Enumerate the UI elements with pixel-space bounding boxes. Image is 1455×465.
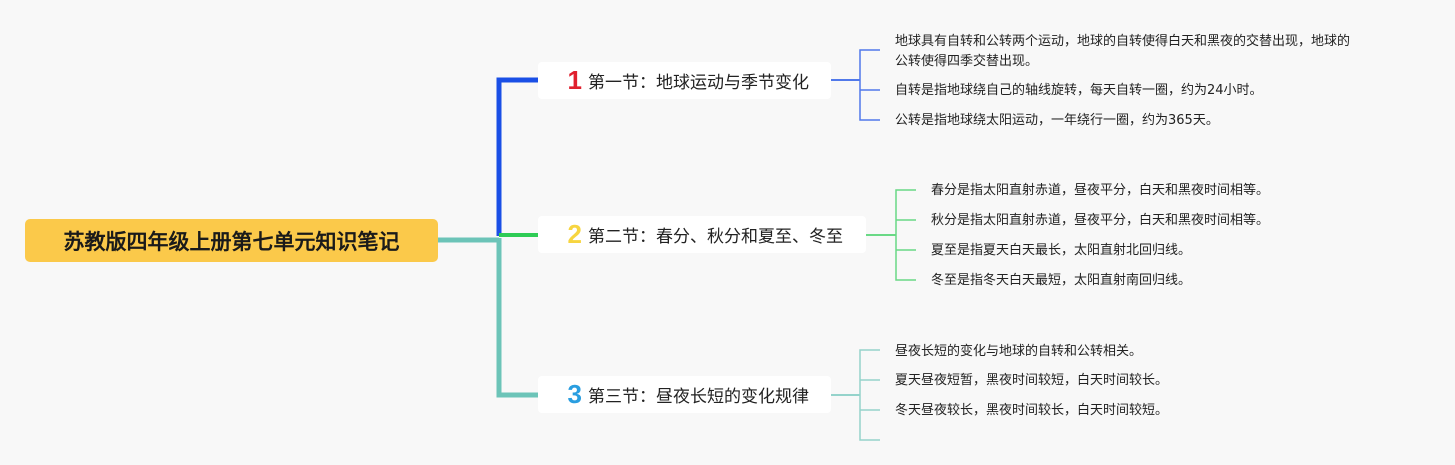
leaf-topic[interactable]: 夏至是指夏天白天最长，太阳直射北回归线。 bbox=[931, 243, 1192, 258]
branch-topic-1[interactable]: 1 第一节：地球运动与季节变化 bbox=[538, 62, 831, 99]
leaf-text-line: 公转使得四季交替出现。 bbox=[895, 54, 1039, 69]
branch-topic-2[interactable]: 2 第二节：春分、秋分和夏至、冬至 bbox=[538, 216, 866, 253]
number-2-icon: 2 bbox=[567, 219, 582, 249]
leaf-text-line: 地球具有自转和公转两个运动，地球的自转使得白天和黑夜的交替出现，地球的 bbox=[895, 34, 1351, 49]
leaf-topic[interactable]: 冬天昼夜较长，黑夜时间较长，白天时间较短。 bbox=[895, 403, 1169, 418]
leaf-topic[interactable]: 春分是指太阳直射赤道，昼夜平分，白天和黑夜时间相等。 bbox=[931, 183, 1270, 198]
leaf-topic[interactable]: 自转是指地球绕自己的轴线旋转，每天自转一圈，约为24小时。 bbox=[895, 83, 1263, 98]
leaf-topic[interactable]: 昼夜长短的变化与地球的自转和公转相关。 bbox=[895, 344, 1143, 359]
number-3-icon: 3 bbox=[567, 379, 582, 409]
branch-topic-3[interactable]: 3 第三节：昼夜长短的变化规律 bbox=[538, 376, 831, 413]
leaf-topic[interactable]: 公转是指地球绕太阳运动，一年绕行一圈，约为365天。 bbox=[895, 113, 1219, 128]
leaf-topic[interactable]: 冬至是指冬天白天最短，太阳直射南回归线。 bbox=[931, 273, 1192, 288]
leaf-topic[interactable]: 夏天昼夜短暂，黑夜时间较短，白天时间较长。 bbox=[895, 373, 1169, 388]
branch-label: 第一节：地球运动与季节变化 bbox=[588, 73, 809, 93]
leaf-topic[interactable]: 秋分是指太阳直射赤道，昼夜平分，白天和黑夜时间相等。 bbox=[931, 213, 1270, 228]
branch-label: 第二节：春分、秋分和夏至、冬至 bbox=[588, 227, 843, 247]
root-title: 苏教版四年级上册第七单元知识笔记 bbox=[63, 229, 400, 254]
leaf-topic[interactable]: 地球具有自转和公转两个运动，地球的自转使得白天和黑夜的交替出现，地球的 公转使得… bbox=[895, 32, 1350, 72]
branch-label: 第三节：昼夜长短的变化规律 bbox=[588, 387, 809, 407]
root-topic[interactable]: 苏教版四年级上册第七单元知识笔记 bbox=[25, 219, 438, 262]
number-1-icon: 1 bbox=[567, 65, 582, 95]
